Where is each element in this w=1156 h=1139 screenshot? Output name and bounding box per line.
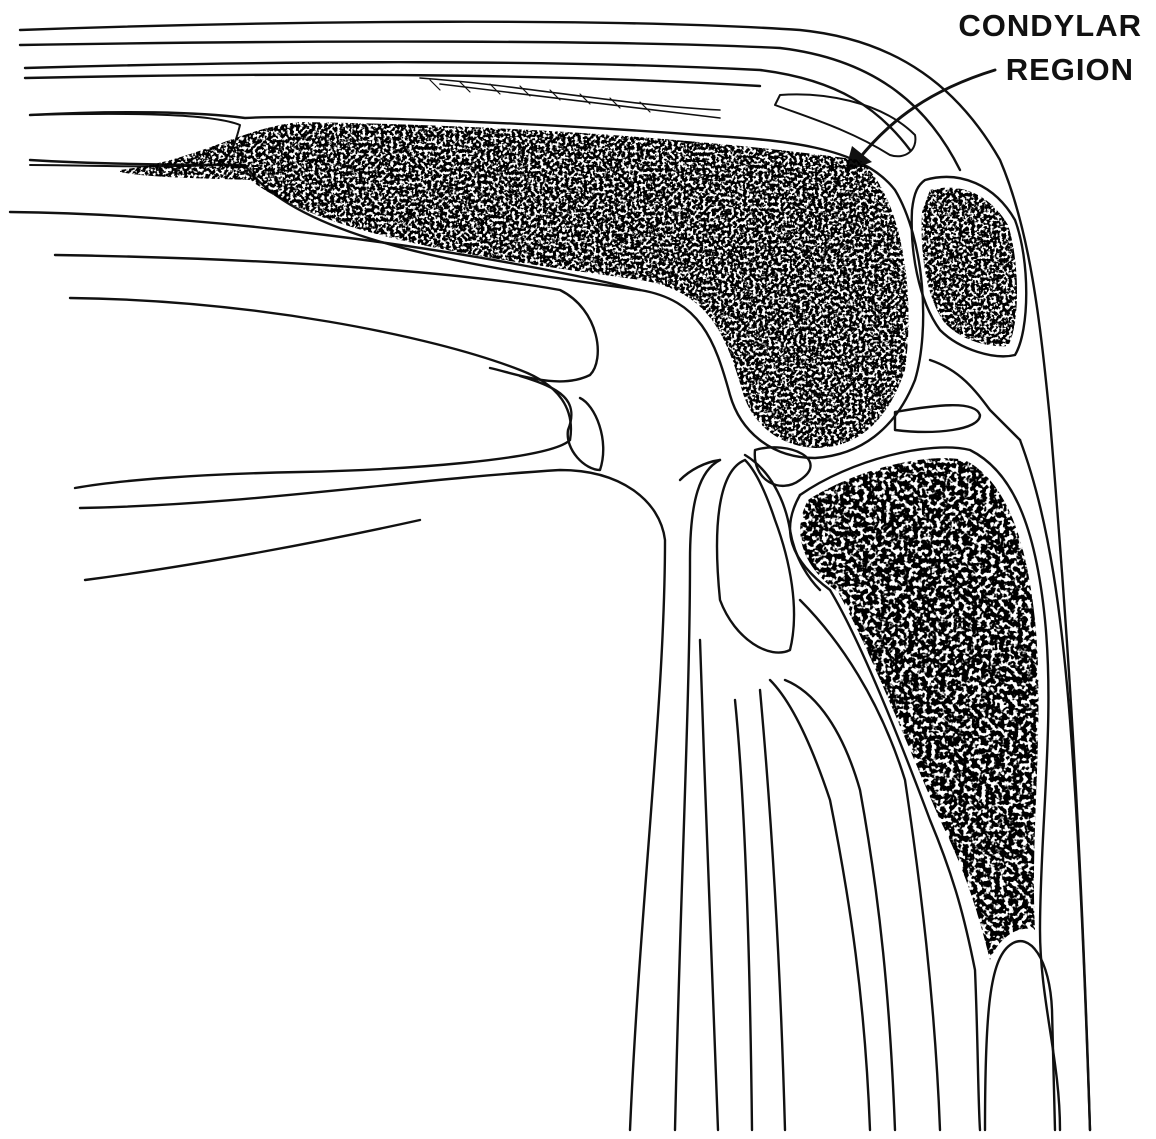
leg-line-2 [785, 680, 895, 1130]
meniscus-anterior [895, 405, 980, 432]
fibula-line-2 [717, 460, 794, 653]
joint-capsule-line [930, 360, 1020, 440]
condylar-region-label-line2: REGION [1006, 54, 1134, 85]
leg-line-5 [735, 700, 752, 1130]
tibia-medullary-end [985, 941, 1055, 1130]
thigh-muscle-line-2 [55, 255, 598, 381]
thigh-muscle-line-3 [70, 298, 571, 488]
condylar-region-label-line1: CONDYLAR [958, 10, 1142, 41]
leg-line-6 [700, 640, 718, 1130]
quadriceps-tendon [420, 78, 720, 118]
upper-fascia-line-3 [25, 75, 760, 86]
popliteal-fold [520, 376, 603, 470]
leg-line-4 [760, 690, 785, 1130]
femur-spongy-texture [120, 122, 909, 448]
patellar-fat-pad [775, 94, 915, 156]
hamstring-line [85, 520, 420, 580]
leg-line-1 [770, 680, 870, 1130]
